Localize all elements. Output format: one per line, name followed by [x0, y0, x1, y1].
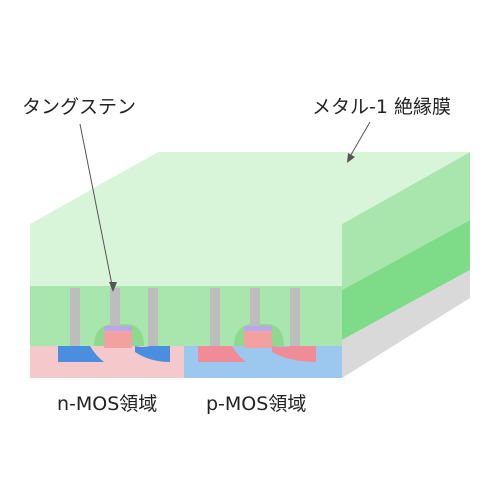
- tungsten-plug: [210, 288, 220, 346]
- pmos-p-plus-left: [198, 346, 246, 362]
- pmos-p-plus-right: [272, 346, 316, 362]
- nmos-gate-top: [104, 326, 132, 331]
- tungsten-plug: [110, 288, 120, 326]
- block-right-face-upper: [342, 152, 470, 290]
- tungsten-plug: [250, 288, 260, 326]
- insulator-leader-line: [347, 121, 371, 161]
- block-top-face: [30, 152, 470, 224]
- pmos-gate-top: [244, 326, 272, 331]
- tungsten-plug: [290, 288, 300, 346]
- nmos-gate: [104, 330, 132, 348]
- insulator-label: メタル-1 絶縁膜: [312, 96, 451, 118]
- nmos-region-label: n-MOS領域: [57, 393, 158, 415]
- pmos-gate: [244, 330, 272, 348]
- tungsten-plug: [70, 288, 80, 346]
- tungsten-plug: [148, 288, 158, 346]
- insulator-front-upper: [30, 224, 342, 286]
- block-right-face-substrate: [342, 270, 470, 378]
- block-right-face-band: [342, 220, 470, 340]
- nmos-n-plus-left: [58, 346, 104, 362]
- pmos-region-label: p-MOS領域: [206, 393, 307, 415]
- nmos-n-plus-right: [135, 346, 170, 362]
- tungsten-label: タングステン: [22, 96, 137, 118]
- tungsten-leader-line: [79, 123, 114, 291]
- insulator-leader-arrowhead: [347, 153, 355, 163]
- tungsten-leader-arrowhead: [109, 282, 117, 292]
